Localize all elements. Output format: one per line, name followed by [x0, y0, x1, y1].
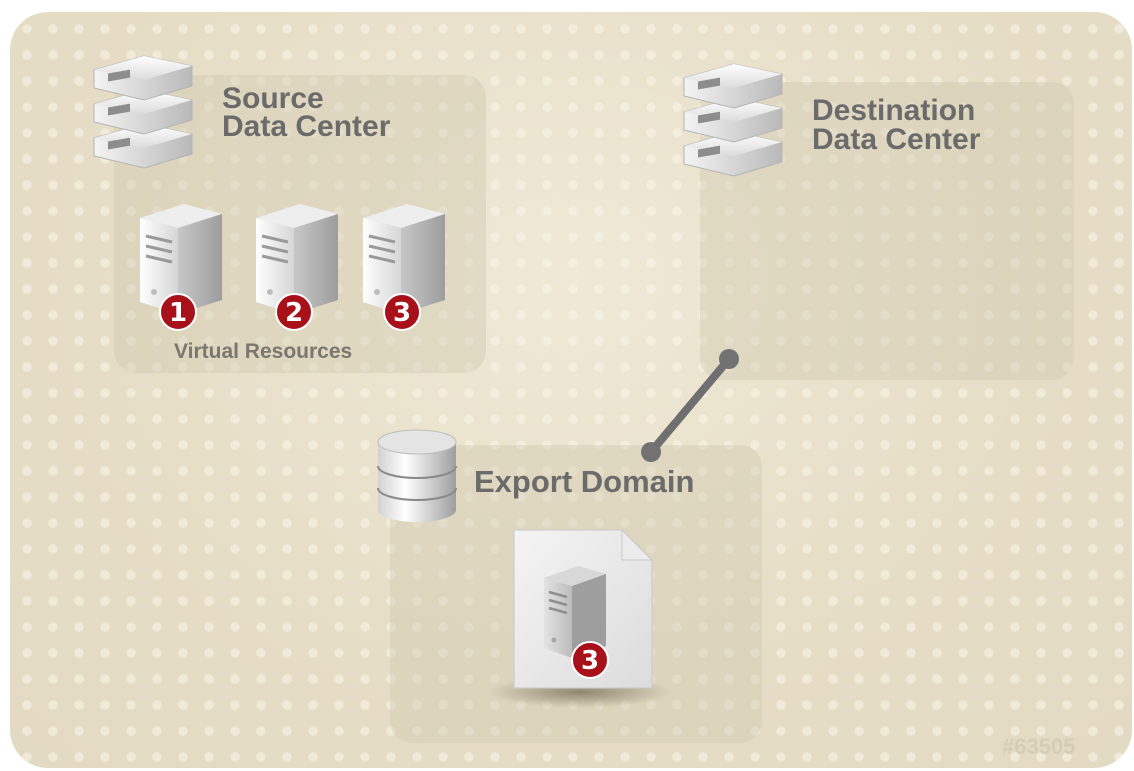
badge-3-icon: 3	[383, 293, 421, 331]
destination-title-line1: Destination	[812, 94, 976, 127]
badge-1-number: 1	[169, 298, 187, 328]
source-server-rack-icon	[88, 50, 198, 170]
storage-database-icon	[374, 428, 460, 526]
badge-3-number: 3	[393, 298, 411, 328]
export-domain-label: Export Domain	[474, 464, 695, 499]
virtual-machine-2-icon	[252, 196, 348, 332]
source-title-line1: Source	[222, 82, 324, 115]
destination-server-rack-icon	[678, 58, 788, 178]
diagram-canvas	[10, 12, 1132, 768]
badge-2-number: 2	[285, 298, 303, 328]
virtual-machine-1-icon	[136, 196, 232, 332]
figure-watermark: #63505	[1002, 734, 1076, 759]
badge-2-icon: 2	[275, 293, 313, 331]
badge-1-icon: 1	[159, 293, 197, 331]
exported-badge-3-icon: 3	[571, 641, 609, 679]
exported-virtual-machine-icon	[540, 560, 612, 670]
virtual-resources-label: Virtual Resources	[174, 340, 353, 363]
destination-title-line2: Data Center	[812, 123, 981, 156]
exported-badge-number: 3	[581, 646, 599, 676]
source-title-line2: Data Center	[222, 110, 391, 143]
virtual-machine-3-icon	[359, 196, 455, 332]
